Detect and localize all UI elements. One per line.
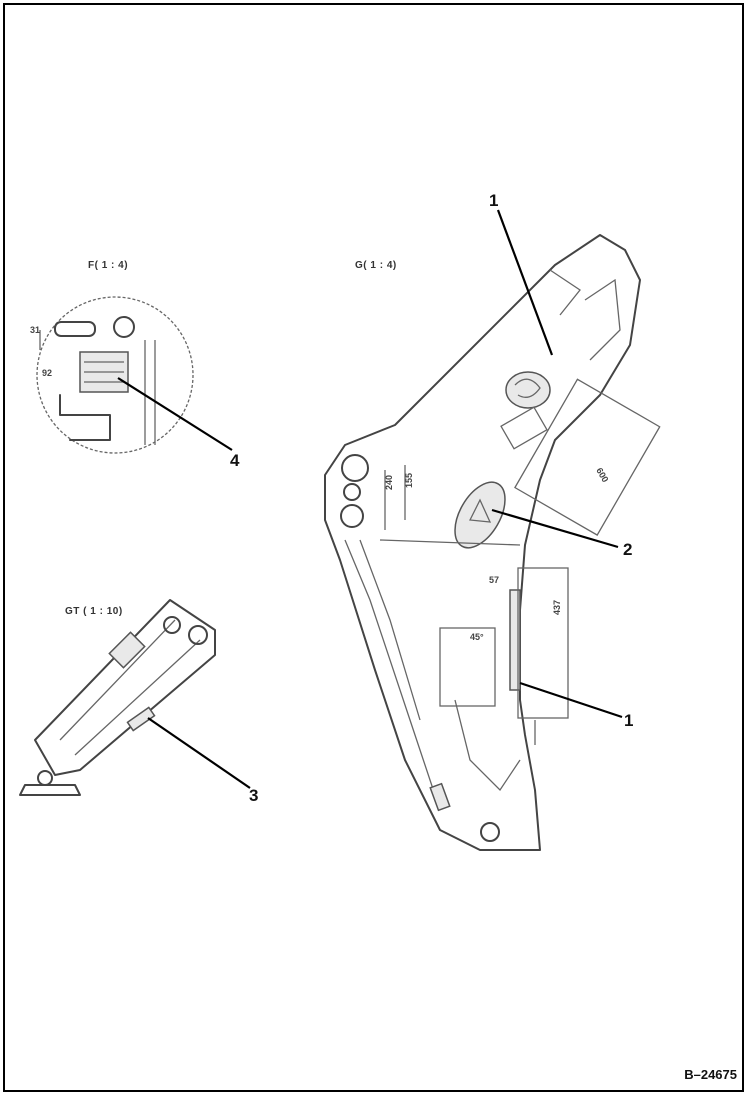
leader-1-lower [519, 681, 623, 719]
dim-437: 437 [552, 600, 562, 615]
callout-3: 3 [249, 786, 258, 805]
detail-f-boundary [36, 296, 194, 454]
arm-pin-middle [343, 483, 361, 501]
arm-pin-lower [340, 504, 364, 528]
dim-57: 57 [489, 575, 499, 585]
dim-31: 31 [30, 325, 40, 335]
arm-outline [324, 234, 641, 851]
leader-1-upper [496, 209, 554, 356]
view-label-g: G( 1 : 4) [355, 260, 397, 271]
arm-pin-bottom [480, 822, 500, 842]
callout-4: 4 [230, 451, 240, 470]
leader-3 [147, 717, 251, 789]
detail-f-pin [113, 316, 135, 338]
view-label-gt: GT ( 1 : 10) [65, 606, 123, 617]
gt-arm-outline [34, 599, 216, 776]
figure-id: B–24675 [684, 1067, 737, 1082]
decal-2 [454, 481, 506, 549]
decal-1-upper [505, 371, 551, 409]
dim-600: 600 [594, 466, 610, 484]
callout-1-upper: 1 [489, 191, 498, 210]
dim-45-degrees: 45° [470, 632, 484, 642]
dim-240: 240 [384, 475, 394, 490]
callout-1-lower: 1 [624, 711, 633, 730]
detail-f-bracket [54, 321, 96, 337]
leader-2 [491, 508, 619, 549]
dim-155: 155 [404, 473, 414, 488]
dim-92: 92 [42, 368, 52, 378]
callout-2: 2 [623, 540, 632, 559]
detail-g-view: 240 155 600 437 45° 57 [324, 209, 661, 851]
decal-1-lower [509, 589, 521, 691]
leader-4 [117, 377, 233, 451]
detail-f-view: 31 92 [30, 296, 233, 454]
arm-pin-upper [341, 454, 369, 482]
detail-gt-view [19, 599, 251, 796]
drawing-frame [3, 3, 744, 1092]
view-label-f: F( 1 : 4) [88, 260, 128, 271]
decal-3 [126, 706, 156, 732]
